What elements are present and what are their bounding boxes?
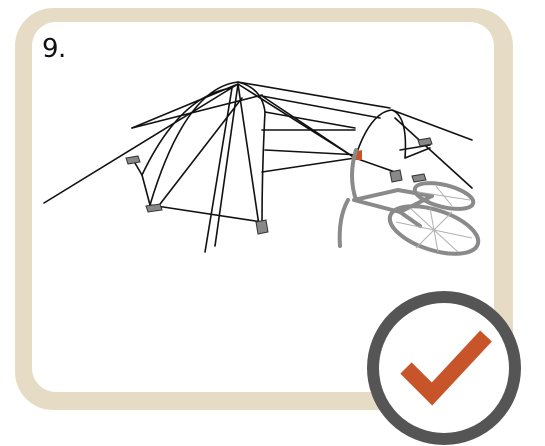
bicycle-seat-post <box>398 210 422 228</box>
guyline <box>43 83 239 204</box>
guyline <box>394 117 473 189</box>
tent-ridge <box>237 81 391 109</box>
guyline <box>156 97 243 209</box>
tent-body-edge <box>264 149 361 156</box>
check-ring <box>367 291 521 445</box>
step-number: 9. <box>42 34 66 64</box>
bicycle-frame <box>352 188 434 214</box>
tent-panel-edge <box>141 174 151 206</box>
tent-peg <box>125 155 141 165</box>
tent-panel-edge <box>149 204 263 223</box>
guyline <box>399 144 431 151</box>
guyline <box>391 109 473 141</box>
tent-panel-edge <box>214 83 239 247</box>
tent-peg <box>411 173 427 183</box>
bicycle-handlebar <box>337 198 350 248</box>
tent-peg <box>417 137 433 147</box>
tent-body-edge <box>261 157 356 173</box>
tent-peg <box>389 169 403 183</box>
tent-body-edge <box>404 147 431 159</box>
tent-pole-front <box>149 81 266 223</box>
tent-ridge <box>261 95 381 119</box>
bicycle-spokes <box>395 185 473 253</box>
tent-panel-edge <box>237 83 261 233</box>
tent-body-edge <box>354 157 396 173</box>
bicycle-rear-wheel <box>412 181 476 211</box>
checkmark-badge <box>367 291 521 445</box>
bicycle-front-wheel <box>387 204 481 256</box>
tent-pole-front-inner <box>141 87 233 176</box>
tent-peg <box>255 219 269 235</box>
tent-ridge <box>264 111 356 129</box>
bicycle <box>337 148 481 256</box>
checkmark-icon <box>400 330 492 406</box>
tent-peg <box>145 203 163 213</box>
tent-pole-rear <box>354 109 407 159</box>
tent-panel-edge <box>237 83 356 159</box>
tent-panel-edge <box>204 87 233 253</box>
bicycle-fork <box>350 148 358 202</box>
